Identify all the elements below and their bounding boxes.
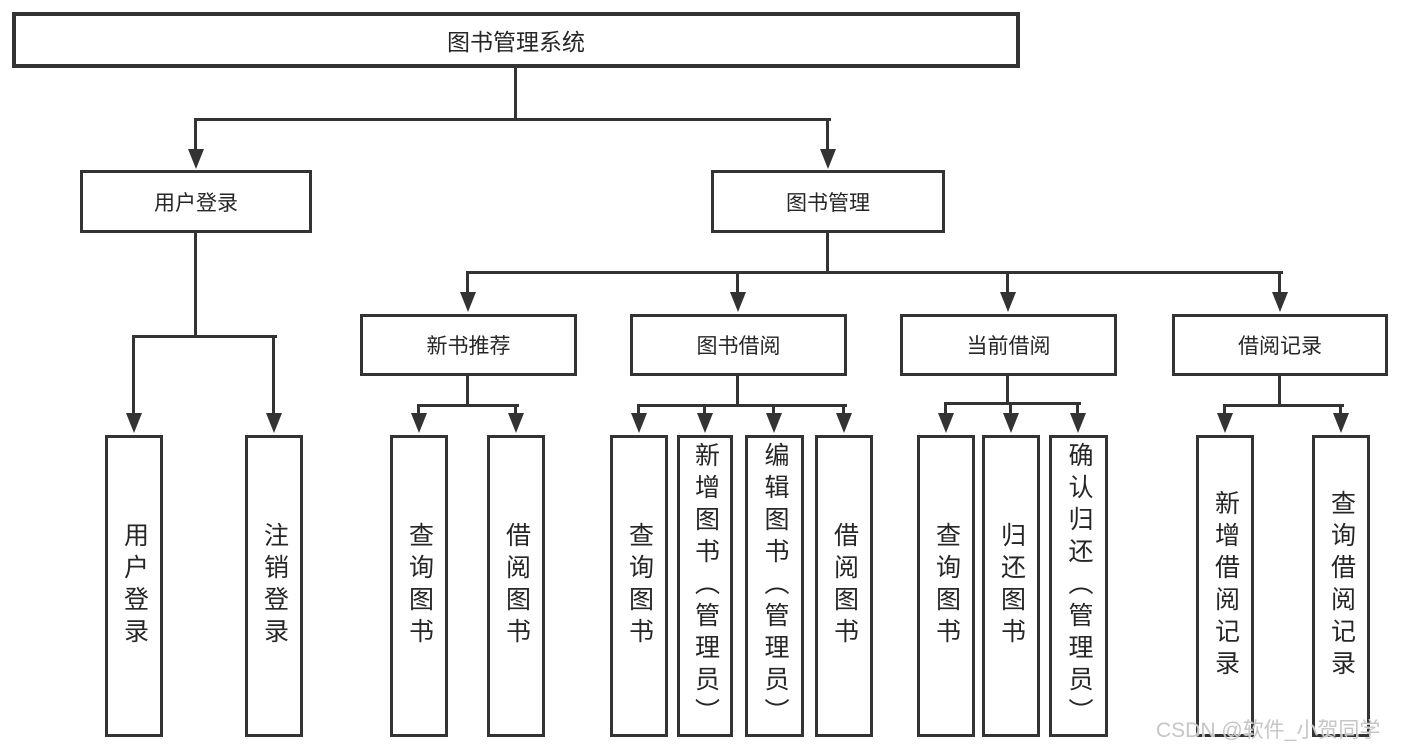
node-current-borrow: 当前借阅	[900, 314, 1117, 376]
arrowhead-leaf-login	[126, 413, 142, 433]
arrowhead-cb-confirm	[1070, 413, 1086, 433]
node-book-borrow: 图书借阅	[630, 314, 847, 376]
node-book-mgmt-label: 图书管理	[786, 191, 870, 215]
leaf-return-books-label: 归还图书	[997, 522, 1026, 650]
connector-borrow-records-spread	[1223, 404, 1344, 407]
connector-root-spread	[194, 118, 831, 121]
leaf-borrow-borrow-books: 借阅图书	[815, 435, 873, 737]
leaf-logout-login: 注销登录	[245, 435, 303, 737]
connector-drop-cb-return	[1009, 402, 1012, 414]
leaf-confirm-return-admin-label: 确认归还（管理员）	[1065, 442, 1093, 730]
arrowhead-current-borrow	[1000, 292, 1016, 312]
leaf-newbooks-borrow-books-label: 借阅图书	[502, 522, 531, 650]
node-book-mgmt: 图书管理	[711, 170, 945, 233]
arrowhead-br-add	[1217, 413, 1233, 433]
arrowhead-bb-query	[631, 413, 647, 433]
leaf-return-books: 归还图书	[982, 435, 1040, 737]
node-new-books: 新书推荐	[360, 314, 577, 376]
connector-drop-user-login	[194, 118, 197, 154]
leaf-borrow-query-books: 查询图书	[610, 435, 668, 737]
connector-drop-cb-confirm	[1076, 402, 1079, 414]
node-user-login-label: 用户登录	[154, 191, 238, 215]
node-new-books-label: 新书推荐	[426, 335, 511, 358]
connector-drop-leaf-login	[132, 335, 135, 415]
arrowhead-br-query	[1333, 413, 1349, 433]
connector-book-borrow-spread	[637, 404, 847, 407]
connector-drop-leaf-logout	[272, 335, 275, 415]
arrowhead-borrow-records	[1272, 292, 1288, 312]
connector-drop-nb-borrow	[514, 404, 517, 416]
connector-drop-bb-query	[637, 404, 640, 416]
leaf-add-books-admin: 新增图书（管理员）	[677, 435, 733, 737]
leaf-edit-books-admin: 编辑图书（管理员）	[745, 435, 804, 737]
connector-root-trunk	[514, 68, 517, 120]
leaf-newbooks-query-books: 查询图书	[390, 435, 448, 737]
node-borrow-records: 借阅记录	[1172, 314, 1388, 376]
connector-book-mgmt-trunk	[826, 233, 829, 274]
connector-current-borrow-spread	[944, 402, 1081, 405]
leaf-add-books-admin-label: 新增图书（管理员）	[691, 442, 720, 730]
leaf-edit-books-admin-label: 编辑图书（管理员）	[761, 442, 789, 730]
connector-borrow-records-trunk	[1278, 376, 1281, 407]
connector-drop-br-query	[1339, 404, 1342, 416]
leaf-query-borrow-record: 查询借阅记录	[1312, 435, 1370, 737]
arrowhead-nb-borrow	[508, 413, 524, 433]
arrowhead-book-borrow	[730, 292, 746, 312]
connector-current-borrow-trunk	[1006, 376, 1009, 405]
connector-book-borrow-trunk	[736, 376, 739, 407]
node-root-system: 图书管理系统	[12, 12, 1020, 68]
connector-drop-bb-borrow	[842, 404, 845, 416]
node-borrow-records-label: 借阅记录	[1238, 335, 1322, 358]
connector-drop-borrow-records	[1278, 271, 1281, 293]
connector-drop-new-books	[466, 271, 469, 293]
leaf-query-borrow-record-label: 查询借阅记录	[1327, 490, 1356, 682]
connector-drop-bb-edit	[772, 404, 775, 416]
connector-user-login-trunk	[194, 233, 197, 338]
leaf-borrow-borrow-books-label: 借阅图书	[830, 522, 859, 650]
connector-drop-book-borrow	[736, 271, 739, 293]
leaf-borrow-query-books-label: 查询图书	[625, 522, 654, 650]
arrowhead-bb-edit	[766, 413, 782, 433]
arrowhead-user-login	[188, 149, 204, 169]
arrowhead-leaf-logout	[266, 413, 282, 433]
arrowhead-new-books	[460, 292, 476, 312]
connector-book-mgmt-spread	[466, 271, 1283, 274]
leaf-add-borrow-record-label: 新增借阅记录	[1211, 490, 1240, 682]
leaf-add-borrow-record: 新增借阅记录	[1196, 435, 1254, 737]
arrowhead-book-mgmt	[820, 149, 836, 169]
connector-user-login-spread	[132, 335, 277, 338]
leaf-current-query-books: 查询图书	[917, 435, 975, 737]
connector-drop-nb-query	[417, 404, 420, 416]
leaf-newbooks-borrow-books: 借阅图书	[487, 435, 545, 737]
csdn-watermark: CSDN @软件_小贺同学	[1156, 719, 1381, 742]
connector-new-books-spread	[417, 404, 519, 407]
leaf-confirm-return-admin: 确认归还（管理员）	[1049, 435, 1108, 737]
arrowhead-bb-add	[697, 413, 713, 433]
arrowhead-cb-return	[1003, 413, 1019, 433]
connector-drop-br-add	[1223, 404, 1226, 416]
node-current-borrow-label: 当前借阅	[966, 335, 1051, 358]
leaf-user-login-label: 用户登录	[120, 522, 149, 650]
node-book-borrow-label: 图书借阅	[696, 335, 781, 358]
leaf-current-query-books-label: 查询图书	[932, 522, 961, 650]
connector-drop-current-borrow	[1006, 271, 1009, 293]
leaf-newbooks-query-books-label: 查询图书	[405, 522, 434, 650]
connector-drop-cb-query	[944, 402, 947, 414]
arrowhead-bb-borrow	[836, 413, 852, 433]
leaf-logout-login-label: 注销登录	[260, 522, 289, 650]
connector-drop-bb-add	[703, 404, 706, 416]
node-root-label: 图书管理系统	[447, 29, 585, 55]
connector-drop-book-mgmt	[826, 118, 829, 154]
node-user-login: 用户登录	[80, 170, 312, 233]
connector-new-books-trunk	[466, 376, 469, 407]
arrowhead-cb-query	[938, 413, 954, 433]
arrowhead-nb-query	[411, 413, 427, 433]
leaf-user-login: 用户登录	[105, 435, 163, 737]
